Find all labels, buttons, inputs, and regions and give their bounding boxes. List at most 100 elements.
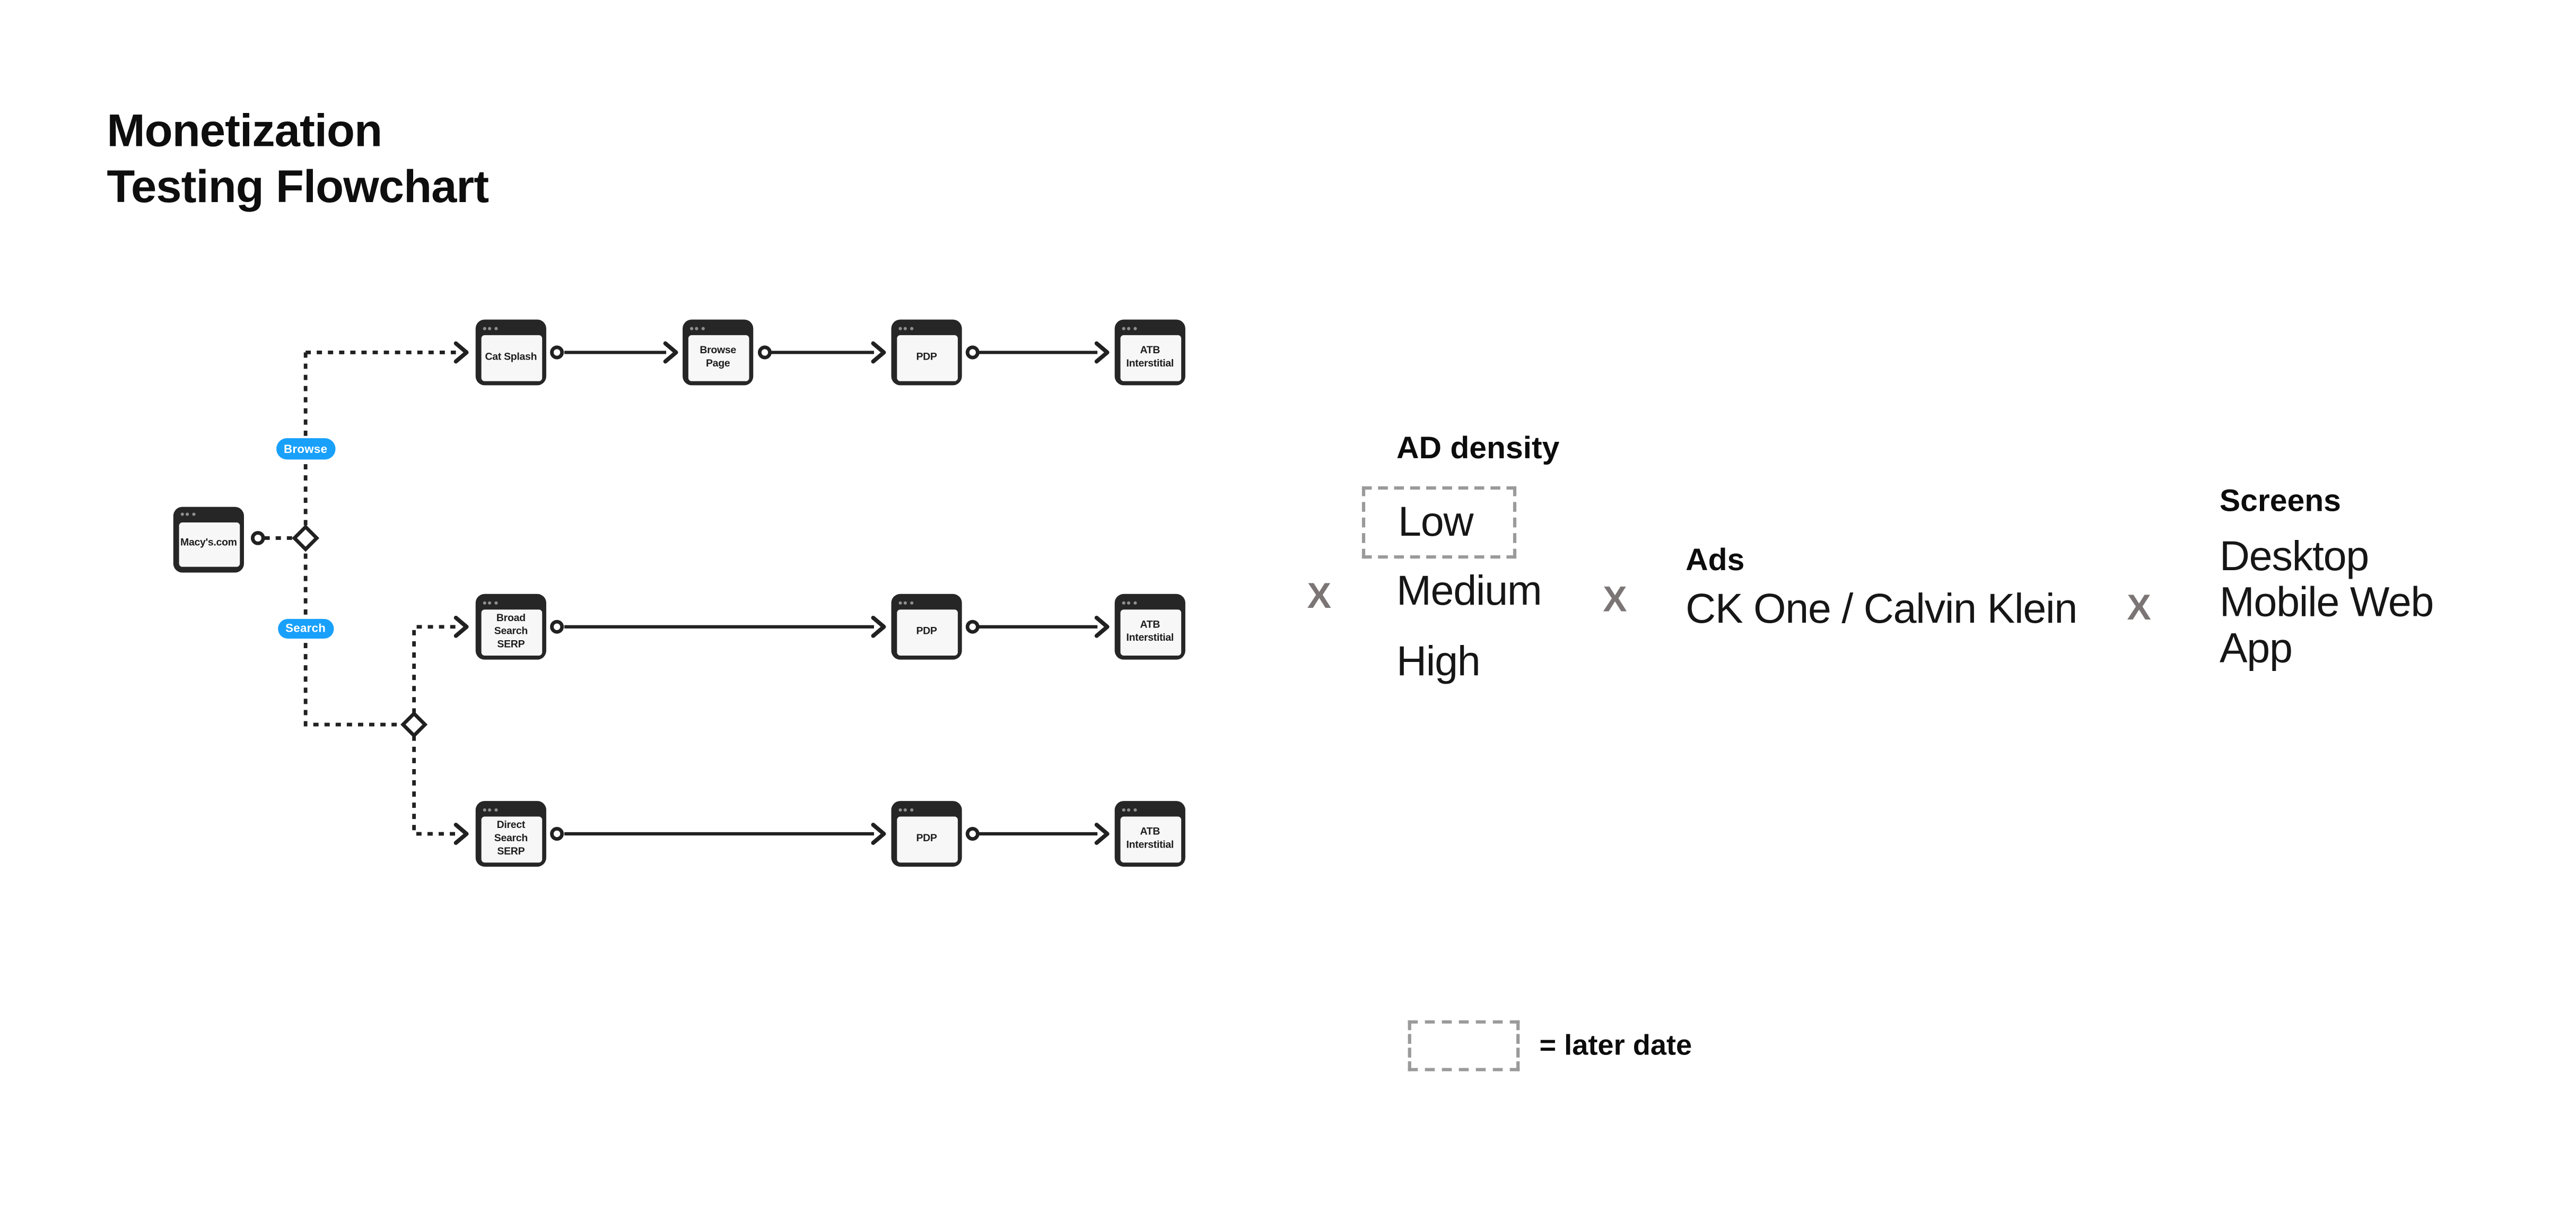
decision-diamond: [400, 711, 428, 738]
port-circle: [550, 345, 564, 360]
window-dot-icon: [482, 600, 486, 604]
node-atb-broad: ATB Interstitial: [1115, 595, 1185, 659]
window-dot-icon: [186, 512, 189, 516]
window-dot-icon: [1133, 326, 1137, 330]
ad-density-heading: AD density: [1396, 432, 1560, 467]
legend-later-date-box: [1407, 1019, 1520, 1071]
node-label: Cat Splash: [481, 335, 542, 381]
ad-density-option-low: Low: [1398, 499, 1473, 545]
arrowhead-icon: [871, 823, 886, 845]
arrowhead-icon: [871, 615, 886, 638]
window-dot-icon: [482, 326, 486, 330]
node-label: PDP: [896, 816, 957, 862]
screens-value: Desktop Mobile Web App: [2219, 534, 2434, 672]
window-dot-icon: [180, 512, 184, 516]
node-atb-browse: ATB Interstitial: [1115, 320, 1185, 385]
arrowhead-icon: [453, 823, 469, 845]
window-dot-icon: [910, 807, 913, 811]
port-circle: [550, 620, 564, 634]
port-circle: [251, 531, 265, 545]
window-dot-icon: [1133, 807, 1137, 811]
port-circle: [965, 345, 980, 360]
multiply-x: X: [1307, 575, 1332, 616]
arrowhead-icon: [663, 341, 678, 364]
window-titlebar: [174, 507, 243, 522]
window-titlebar: [684, 320, 753, 335]
port-circle: [757, 345, 772, 360]
window-titlebar: [892, 595, 961, 609]
window-dot-icon: [1127, 326, 1131, 330]
screens-heading: Screens: [2219, 484, 2341, 519]
ad-density-option-high: High: [1396, 639, 1481, 685]
node-label: Direct Search SERP: [481, 816, 542, 862]
node-label: Broad Search SERP: [481, 609, 542, 655]
arrowhead-icon: [453, 615, 469, 638]
arrowhead-icon: [1094, 823, 1110, 845]
window-dot-icon: [701, 326, 705, 330]
window-dot-icon: [689, 326, 693, 330]
window-dot-icon: [1121, 600, 1125, 604]
node-atb-direct: ATB Interstitial: [1115, 801, 1185, 866]
arrowhead-icon: [1094, 615, 1110, 638]
window-dot-icon: [897, 600, 902, 604]
window-dot-icon: [488, 600, 492, 604]
node-cat-splash: Cat Splash: [476, 320, 546, 385]
node-label: ATB Interstitial: [1120, 609, 1181, 655]
arrowhead-icon: [453, 341, 469, 364]
window-dot-icon: [1121, 807, 1125, 811]
node-broad-serp: Broad Search SERP: [476, 595, 546, 659]
arrowhead-icon: [1094, 341, 1110, 364]
later-date-option-box: Low: [1361, 485, 1517, 559]
window-dot-icon: [1121, 326, 1125, 330]
multiply-x: X: [1603, 578, 1627, 620]
dashed-direct-serp-line: [412, 735, 456, 836]
window-titlebar: [476, 595, 545, 609]
node-label: PDP: [896, 335, 957, 381]
arrowhead-icon: [871, 341, 886, 364]
window-dot-icon: [904, 600, 907, 604]
node-label: ATB Interstitial: [1120, 816, 1181, 862]
branch-badge-browse: Browse: [276, 438, 335, 459]
dashed-trunk-line: [303, 352, 403, 727]
node-label: Macy's.com: [178, 521, 239, 567]
port-circle: [965, 620, 980, 634]
multiply-x: X: [2127, 586, 2151, 628]
port-circle: [965, 827, 980, 841]
page-title: Monetization Testing Flowchart: [107, 105, 489, 212]
window-dot-icon: [897, 807, 902, 811]
node-pdp-browse: PDP: [892, 320, 962, 385]
node-pdp-broad: PDP: [892, 595, 962, 659]
window-dot-icon: [488, 326, 492, 330]
window-titlebar: [476, 802, 545, 817]
window-titlebar: [1115, 595, 1184, 609]
window-titlebar: [892, 320, 961, 335]
window-dot-icon: [1127, 807, 1131, 811]
ads-heading: Ads: [1686, 544, 1745, 579]
window-titlebar: [1115, 802, 1184, 817]
node-label: PDP: [896, 609, 957, 655]
legend-label: = later date: [1539, 1028, 1692, 1062]
node-macys: Macy's.com: [174, 507, 243, 571]
window-dot-icon: [910, 600, 913, 604]
window-dot-icon: [488, 807, 492, 811]
window-dot-icon: [897, 326, 902, 330]
port-circle: [550, 827, 564, 841]
window-titlebar: [1115, 320, 1184, 335]
ads-value: CK One / Calvin Klein: [1686, 586, 2077, 633]
window-dot-icon: [494, 807, 498, 811]
window-dot-icon: [494, 326, 498, 330]
window-dot-icon: [904, 326, 907, 330]
dashed-broad-serp-line: [412, 625, 456, 714]
decision-diamond: [292, 524, 320, 552]
window-dot-icon: [482, 807, 486, 811]
node-label: Browse Page: [687, 335, 748, 381]
window-titlebar: [476, 320, 545, 335]
window-dot-icon: [494, 600, 498, 604]
node-label: ATB Interstitial: [1120, 335, 1181, 381]
branch-badge-search: Search: [278, 618, 334, 639]
window-dot-icon: [904, 807, 907, 811]
window-dot-icon: [1127, 600, 1131, 604]
node-direct-serp: Direct Search SERP: [476, 801, 546, 866]
